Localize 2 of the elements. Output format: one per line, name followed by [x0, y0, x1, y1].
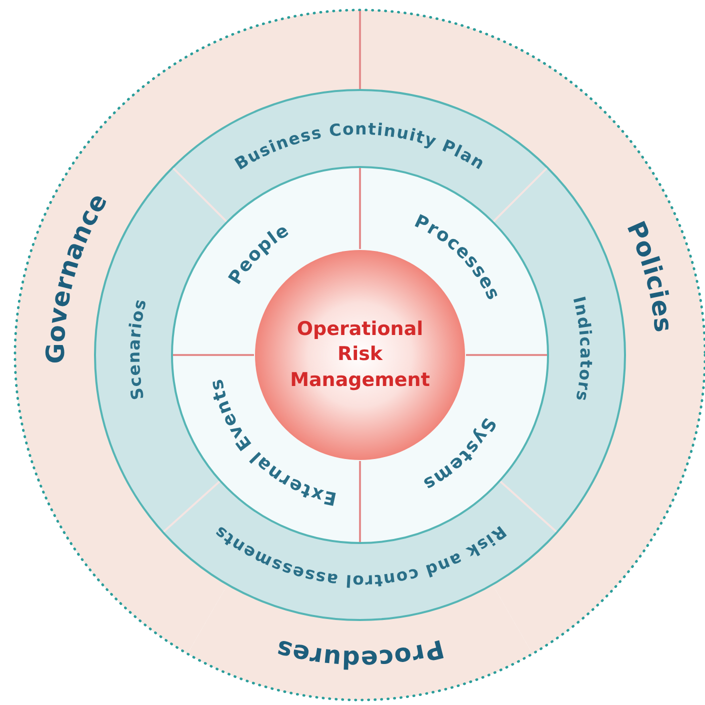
center-title: Operational Risk Management [289, 316, 431, 393]
segment-label: Procedures [272, 634, 447, 674]
